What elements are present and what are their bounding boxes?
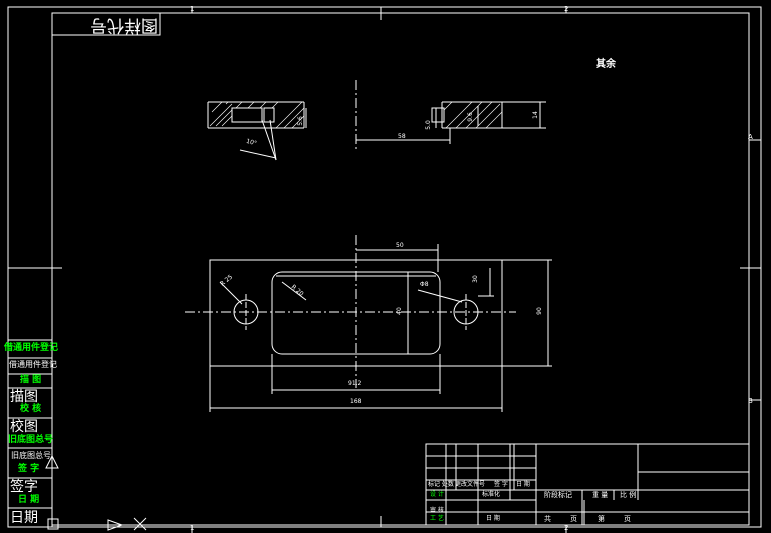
- inner-frame: [51, 12, 750, 526]
- mirrored-title: 图样代号: [90, 15, 158, 35]
- dim-d2: 5.0: [424, 120, 432, 130]
- ucs-icon: [45, 454, 147, 531]
- side-row-9: 签 字: [18, 464, 40, 474]
- tb-sheet: 页: [570, 515, 577, 523]
- side-row-7: 旧底图总号: [8, 435, 54, 445]
- side-row-8: 旧底图总号: [11, 451, 51, 460]
- tb-date: 日 期: [516, 481, 530, 488]
- tb-page-no: 第: [598, 515, 605, 523]
- tb-weight: 重 量: [592, 491, 609, 499]
- zone-number-2: 2: [564, 5, 569, 13]
- dim-hole-offset: 30: [471, 275, 479, 283]
- tb-total: 共: [544, 515, 551, 523]
- tb-process: 工 艺: [430, 515, 444, 522]
- dim-d3: 9.6: [466, 112, 474, 122]
- zone-letter-a: A: [748, 133, 753, 141]
- tb-stage-mark: 阶段标记: [544, 491, 572, 499]
- side-row-3: 描 图: [20, 375, 42, 385]
- title-block-grid: [425, 443, 750, 526]
- side-row-6: 校图: [10, 419, 38, 435]
- zone-number-1: 1: [190, 5, 195, 13]
- tb-review: 审 核: [430, 507, 444, 514]
- zone-number-2-bottom: 2: [564, 524, 569, 532]
- side-table-grid: [7, 339, 53, 528]
- dim-d1: 5.6: [296, 116, 304, 126]
- dim-thickness: 14: [531, 111, 539, 119]
- side-row-1: 借通用件登记: [4, 343, 59, 353]
- outer-frame: [7, 6, 762, 528]
- dim-inner-height: 40: [395, 307, 403, 315]
- top-view[interactable]: [207, 80, 546, 161]
- surface-finish-note: 其余: [596, 59, 616, 70]
- dim-hole-dia: Φ8: [420, 281, 429, 288]
- tb-date2: 日 期: [486, 515, 500, 522]
- dim-height: 90: [535, 307, 543, 315]
- side-row-12: 日期: [10, 510, 38, 526]
- dim-width: 58: [398, 133, 406, 140]
- side-row-2: 借通用件登记: [9, 360, 57, 369]
- front-view[interactable]: [185, 235, 552, 412]
- side-row-11: 日 期: [18, 495, 40, 505]
- mirrored-title-box: [51, 12, 161, 36]
- tb-scale: 比 例: [620, 491, 637, 499]
- side-row-10: 签字: [10, 479, 38, 495]
- dim-total-length: 168: [350, 398, 362, 405]
- side-row-4: 描图: [10, 389, 38, 405]
- tb-sign: 签 字: [494, 481, 508, 488]
- dim-slot-length: 91.2: [348, 380, 362, 387]
- side-row-5: 校 核: [20, 404, 42, 414]
- tb-change-doc: 更改文件号: [455, 481, 486, 488]
- tb-design: 设 计: [430, 491, 444, 498]
- tb-sheet2: 页: [624, 515, 631, 523]
- zone-number-1-bottom: 1: [190, 524, 195, 532]
- zone-letter-b: B: [748, 397, 753, 405]
- dim-slot-width: 50: [396, 242, 404, 249]
- tb-standardize: 标准化: [482, 491, 501, 498]
- tb-mark-count: 标记 处数: [428, 481, 454, 488]
